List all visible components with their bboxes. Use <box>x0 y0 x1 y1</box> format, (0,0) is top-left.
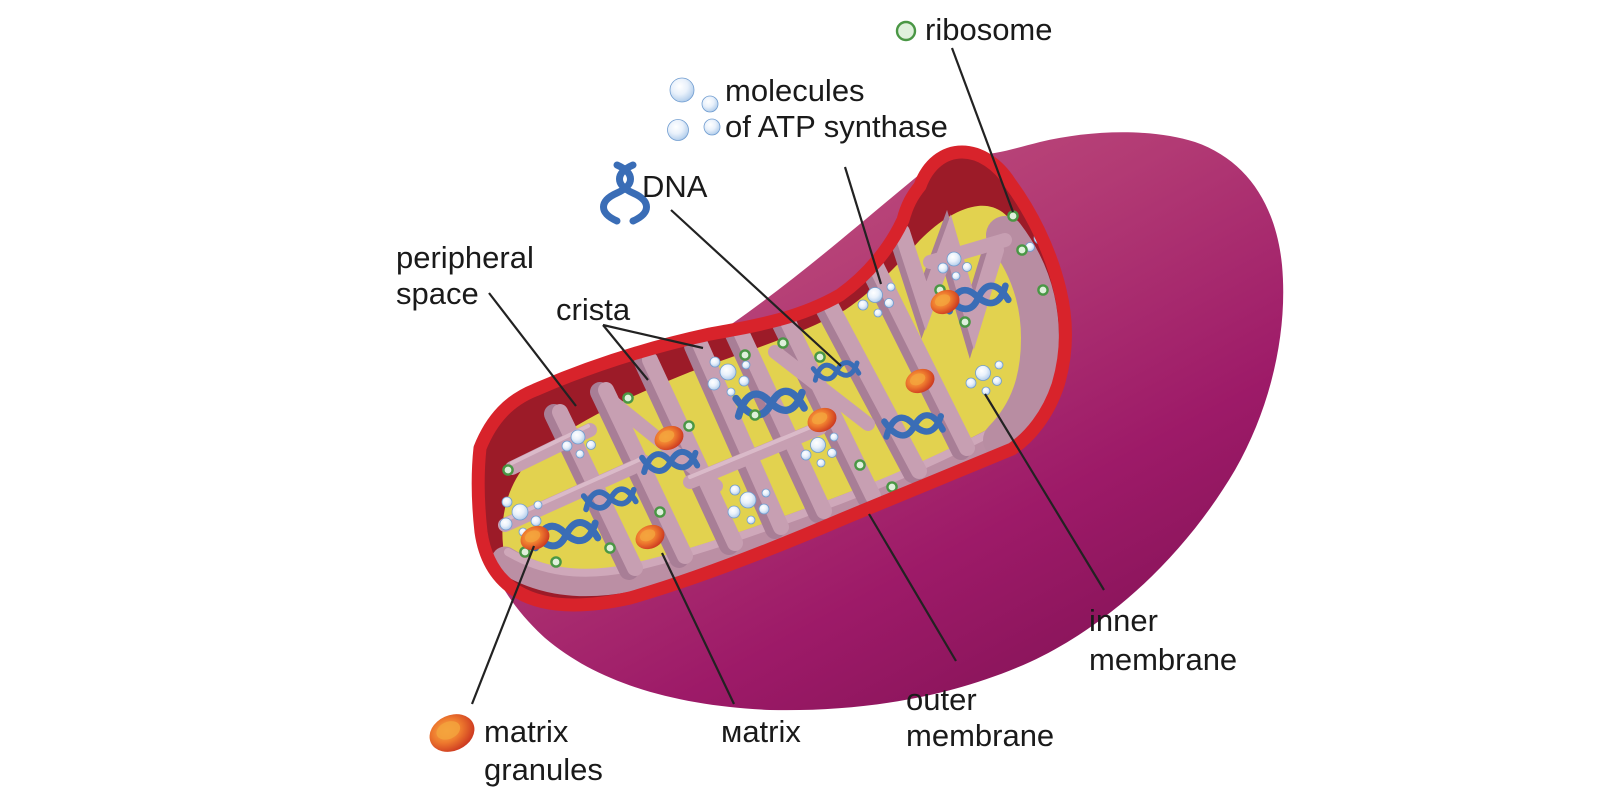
leader-line-ribosome <box>950 47 1015 213</box>
matrix-granule-icon <box>423 707 481 759</box>
label-outer-line1: outer <box>906 682 977 717</box>
dna-icon <box>604 165 647 221</box>
inner-membrane-face <box>983 216 1060 459</box>
leader-lines <box>470 47 1105 705</box>
atp-synthase-icon <box>667 77 721 141</box>
label-peripheral-line1: peripheral <box>396 240 534 275</box>
label-inner-line1: inner <box>1089 603 1158 638</box>
label-atp-line2: of ATP synthase <box>725 109 948 144</box>
cristae-walls <box>544 209 1004 580</box>
leader-line-atp <box>843 166 883 285</box>
label-dna: DNA <box>642 169 708 204</box>
label-matrix: мatrix <box>721 714 801 749</box>
leader-line-matrix-granules <box>470 545 536 705</box>
label-crista: crista <box>556 292 631 327</box>
inner-membrane-band <box>491 424 1014 597</box>
label-granules-line2: granules <box>484 752 603 787</box>
leader-line-inner-membrane <box>984 393 1105 591</box>
leader-line-dna <box>670 209 842 367</box>
label-ribosome: ribosome <box>925 12 1053 47</box>
label-atp-line1: molecules <box>725 73 865 108</box>
ribosome-icon <box>895 20 917 42</box>
inner-membrane-band-highlight <box>504 426 1000 577</box>
leader-line-crista-1 <box>602 324 649 381</box>
outer-membrane <box>471 145 1072 612</box>
label-inner-line2: membrane <box>1089 642 1237 677</box>
label-peripheral-line2: space <box>396 276 479 311</box>
label-granules-line1: matrix <box>484 714 569 749</box>
leader-line-peripheral-space <box>488 292 577 407</box>
leader-line-outer-membrane <box>868 513 957 662</box>
leader-line-crista-2 <box>602 323 704 350</box>
label-outer-line2: membrane <box>906 718 1054 753</box>
leader-line-matrix <box>661 552 735 705</box>
